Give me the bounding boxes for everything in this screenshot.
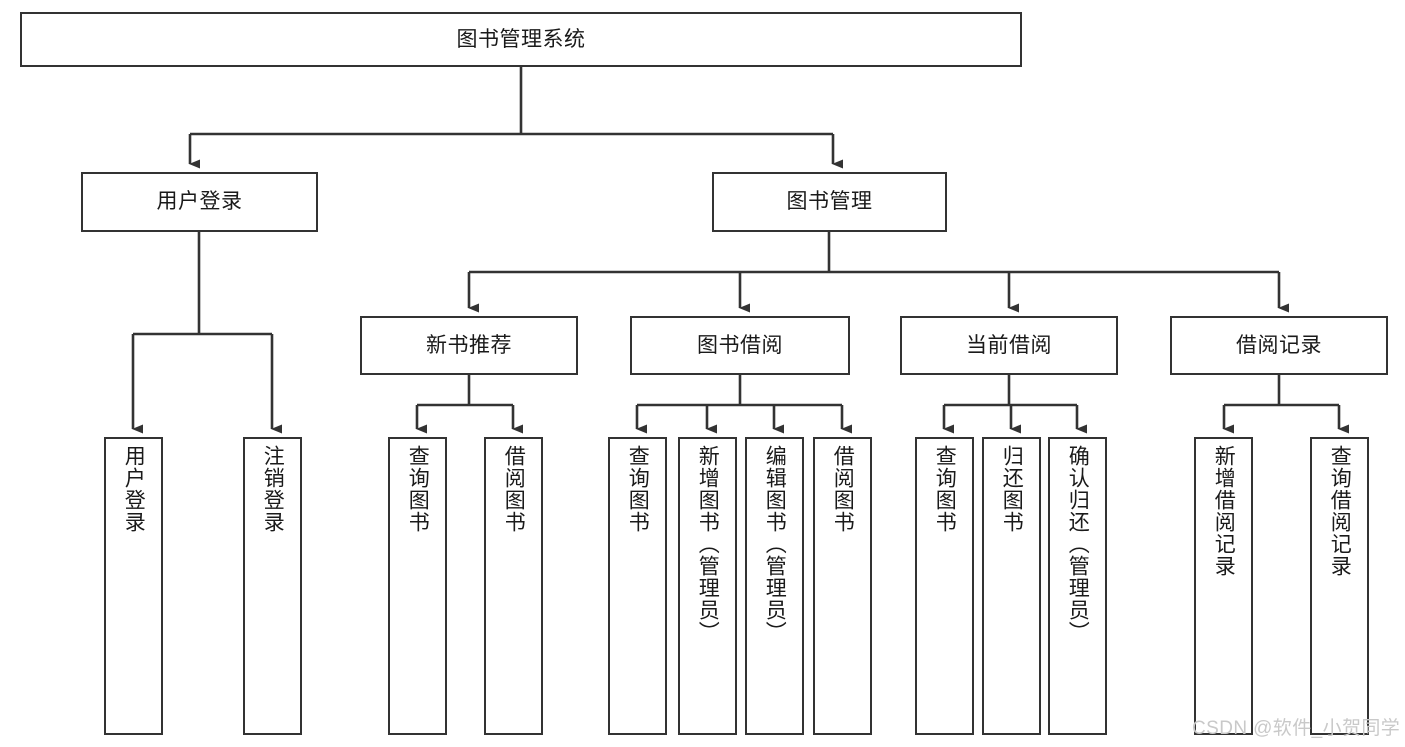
node-leaf-confirm-return[interactable]: 确认归还（管理员） [1048, 437, 1107, 735]
node-book-borrow-label: 图书借阅 [697, 333, 783, 357]
node-leaf-borrow-book-2[interactable]: 借阅图书 [813, 437, 872, 735]
node-leaf-edit-book-label: 编辑图书（管理员） [763, 445, 787, 643]
node-leaf-add-record[interactable]: 新增借阅记录 [1194, 437, 1253, 735]
node-user-login-label: 用户登录 [156, 190, 243, 214]
node-leaf-edit-book[interactable]: 编辑图书（管理员） [745, 437, 804, 735]
node-leaf-add-book[interactable]: 新增图书（管理员） [678, 437, 737, 735]
node-book-borrow[interactable]: 图书借阅 [630, 316, 850, 375]
node-leaf-query-book-3-label: 查询图书 [933, 445, 957, 533]
node-leaf-query-book-3[interactable]: 查询图书 [915, 437, 974, 735]
node-leaf-query-record-label: 查询借阅记录 [1328, 445, 1352, 577]
node-leaf-query-record[interactable]: 查询借阅记录 [1310, 437, 1369, 735]
node-leaf-user-login-label: 用户登录 [122, 445, 146, 533]
node-current-borrow[interactable]: 当前借阅 [900, 316, 1118, 375]
node-leaf-add-book-label: 新增图书（管理员） [696, 445, 720, 643]
node-user-login[interactable]: 用户登录 [81, 172, 318, 232]
node-leaf-return-book-label: 归还图书 [1000, 445, 1024, 533]
node-leaf-user-login[interactable]: 用户登录 [104, 437, 163, 735]
node-book-manage[interactable]: 图书管理 [712, 172, 947, 232]
node-root-label: 图书管理系统 [456, 27, 586, 51]
node-leaf-add-record-label: 新增借阅记录 [1212, 445, 1236, 577]
node-borrow-record[interactable]: 借阅记录 [1170, 316, 1388, 375]
node-leaf-return-book[interactable]: 归还图书 [982, 437, 1041, 735]
node-new-book-rec-label: 新书推荐 [426, 333, 512, 357]
node-leaf-confirm-return-label: 确认归还（管理员） [1066, 445, 1090, 643]
node-leaf-query-book-1[interactable]: 查询图书 [388, 437, 447, 735]
node-new-book-rec[interactable]: 新书推荐 [360, 316, 578, 375]
node-leaf-query-book-2-label: 查询图书 [626, 445, 650, 533]
node-leaf-logout[interactable]: 注销登录 [243, 437, 302, 735]
node-leaf-query-book-2[interactable]: 查询图书 [608, 437, 667, 735]
node-root[interactable]: 图书管理系统 [20, 12, 1022, 67]
node-borrow-record-label: 借阅记录 [1236, 333, 1322, 357]
node-leaf-logout-label: 注销登录 [261, 445, 285, 533]
watermark: CSDN @软件_小贺同学 [1192, 718, 1401, 739]
node-leaf-borrow-book-1-label: 借阅图书 [502, 445, 526, 533]
node-current-borrow-label: 当前借阅 [966, 333, 1052, 357]
node-leaf-query-book-1-label: 查询图书 [406, 445, 430, 533]
node-book-manage-label: 图书管理 [786, 190, 873, 214]
node-leaf-borrow-book-1[interactable]: 借阅图书 [484, 437, 543, 735]
node-leaf-borrow-book-2-label: 借阅图书 [831, 445, 855, 533]
